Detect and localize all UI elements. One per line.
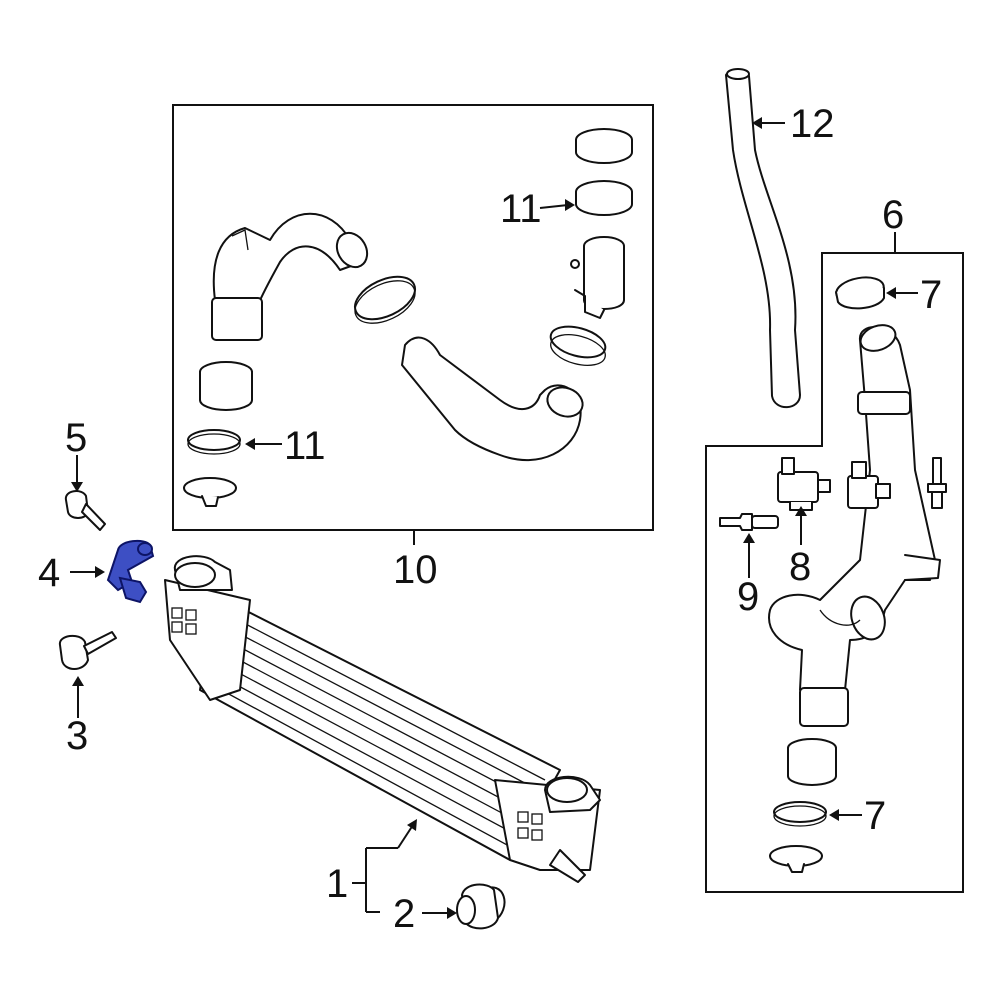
hose-clamp-6-bottom[interactable] xyxy=(769,845,823,873)
coupler-sleeve-6[interactable] xyxy=(787,738,837,786)
bracket-4[interactable] xyxy=(106,539,155,604)
hose-clamp-lower-right[interactable] xyxy=(547,321,608,371)
hose-clamp-7-bottom[interactable] xyxy=(773,801,827,827)
callout-7-bottom: 7 xyxy=(864,794,886,838)
callout-10: 10 xyxy=(393,548,438,592)
lower-air-hose[interactable] xyxy=(401,336,587,461)
bolt-3[interactable] xyxy=(58,631,117,670)
intercooler-1[interactable] xyxy=(164,555,601,883)
hose-clamp-top-right[interactable] xyxy=(575,128,633,164)
hose-clamp-7-top[interactable] xyxy=(834,274,885,310)
callout-5: 5 xyxy=(65,416,87,460)
callout-11-top: 11 xyxy=(500,187,542,231)
outlet-tube[interactable] xyxy=(570,236,625,319)
bolt-5[interactable] xyxy=(64,490,106,531)
hose-clamp-11-left[interactable] xyxy=(187,429,241,455)
coupler-sleeve-left[interactable] xyxy=(199,361,253,411)
callout-2: 2 xyxy=(393,892,415,936)
hose-clamp-middle[interactable] xyxy=(348,268,421,332)
callout-1: 1 xyxy=(326,862,348,906)
bypass-valve[interactable] xyxy=(847,461,891,509)
callout-3: 3 xyxy=(66,714,88,758)
callout-12: 12 xyxy=(790,102,835,146)
hose-12[interactable] xyxy=(725,68,801,409)
upper-air-hose[interactable] xyxy=(211,212,373,341)
callout-11-left: 11 xyxy=(284,424,326,468)
hose-clamp-lower-left[interactable] xyxy=(183,477,237,507)
callout-4: 4 xyxy=(38,551,60,595)
sleeve-2[interactable] xyxy=(456,883,509,930)
stud-right[interactable] xyxy=(927,457,947,509)
callout-9: 9 xyxy=(737,575,759,619)
callout-7-top: 7 xyxy=(920,273,942,317)
stud-9[interactable] xyxy=(719,513,779,531)
callout-8: 8 xyxy=(789,545,811,589)
sensor-8[interactable] xyxy=(777,457,831,511)
callout-6: 6 xyxy=(882,193,904,237)
hose-clamp-11-right[interactable] xyxy=(575,180,633,216)
leader-lines xyxy=(70,117,918,919)
air-pipe-6[interactable] xyxy=(768,321,941,727)
kit-6-frame xyxy=(705,252,964,893)
